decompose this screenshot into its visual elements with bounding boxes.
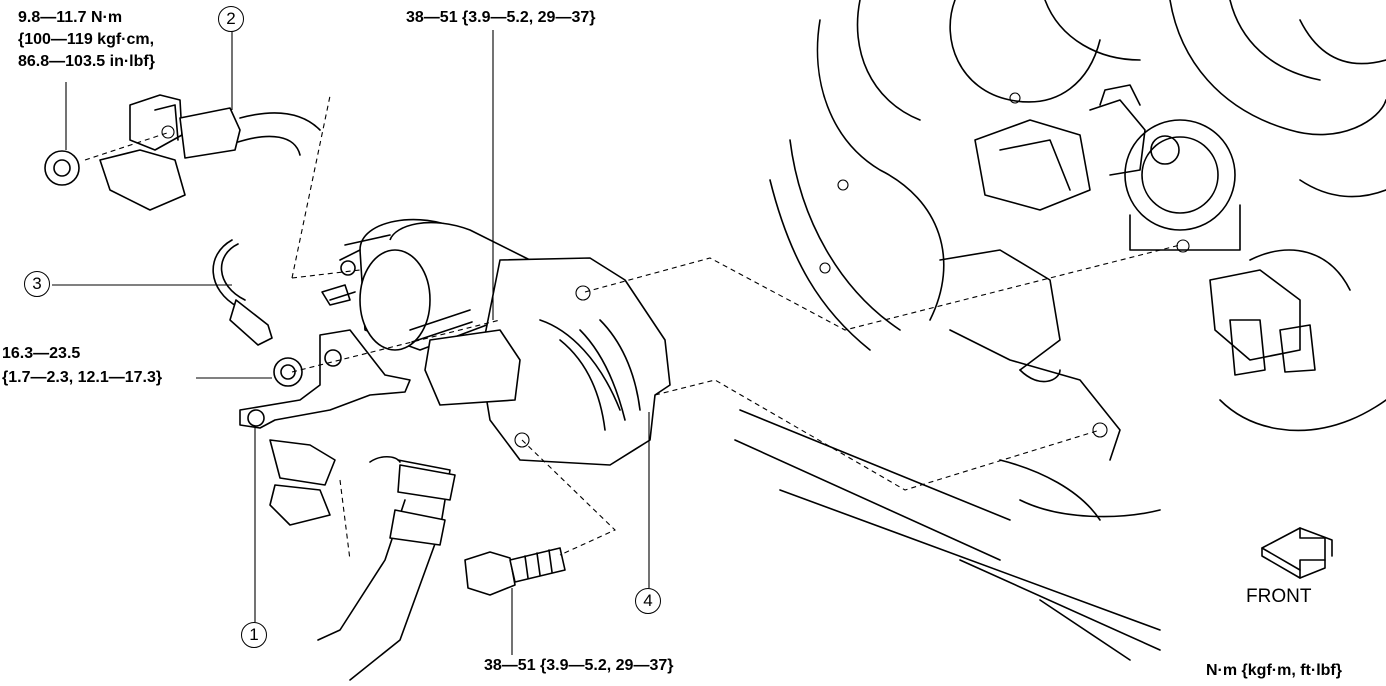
part-3-terminal <box>212 239 273 346</box>
callout-3: 3 <box>24 271 50 297</box>
part2-torque-line2: {100—119 kgf·cm, <box>18 31 155 48</box>
part2-torque-line1: 9.8—11.7 N·m <box>18 9 123 26</box>
top-bolt-torque-label: 38—51 {3.9—5.2, 29—37} <box>406 9 596 26</box>
units-note: N·m {kgf·m, ft·lbf} <box>1206 662 1342 679</box>
mounting-bolt <box>464 547 566 596</box>
coolant-hose <box>269 439 456 681</box>
part2-torque-line3: 86.8—103.5 in·lbf} <box>18 53 155 70</box>
part-1-bracket <box>239 329 411 429</box>
callout-1: 1 <box>241 622 267 648</box>
front-arrow-icon <box>1261 527 1333 579</box>
nut-torque-line1: 16.3—23.5 <box>2 345 81 362</box>
nut-torque-line2: {1.7—2.3, 12.1—17.3} <box>2 369 163 386</box>
starter-motor <box>321 218 671 466</box>
callout-4: 4 <box>635 588 661 614</box>
bracket-nut <box>273 357 303 387</box>
callout-2: 2 <box>218 6 244 32</box>
front-label: FRONT <box>1246 586 1312 607</box>
part-2-connector <box>44 94 321 211</box>
bottom-bolt-torque-label: 38—51 {3.9—5.2, 29—37} <box>484 657 674 674</box>
engine-block-outline <box>734 0 1386 661</box>
